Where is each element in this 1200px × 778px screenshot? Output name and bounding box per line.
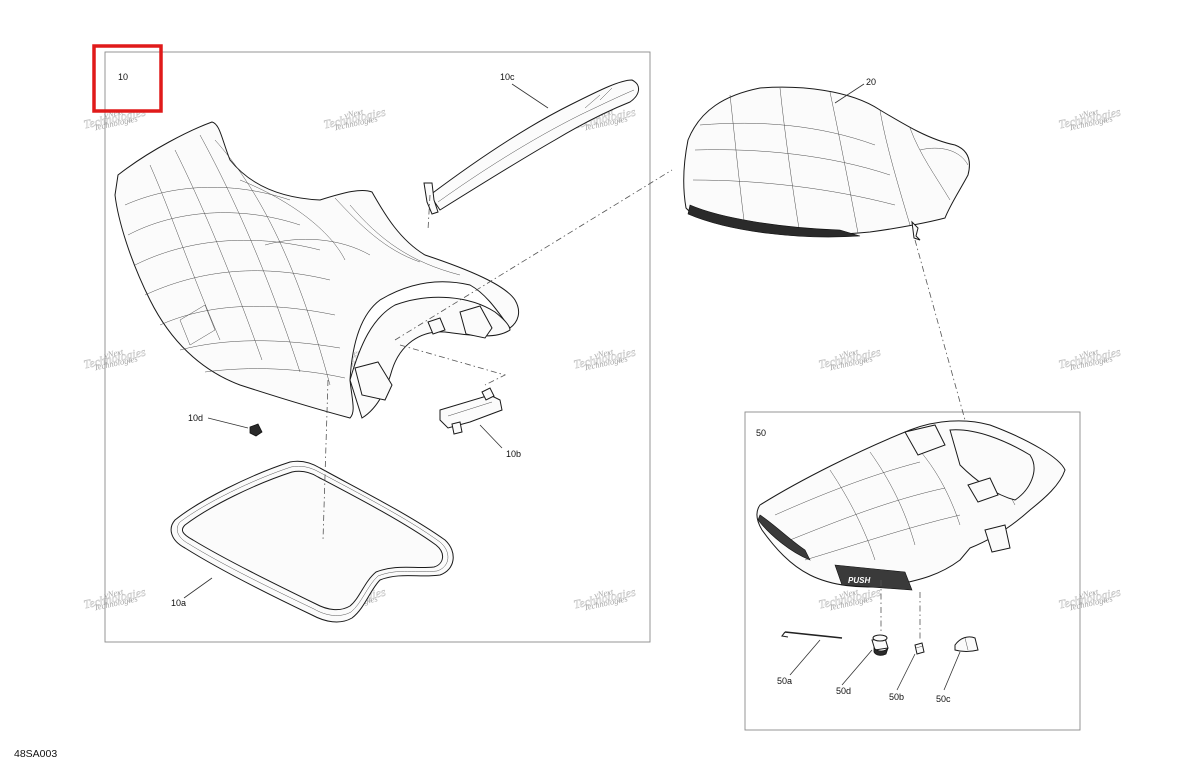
- watermark-line1: vNext: [1078, 586, 1100, 600]
- selected-group-highlight: [92, 44, 163, 113]
- callout-50[interactable]: 50: [756, 428, 766, 438]
- watermark-line1: vNext: [838, 346, 860, 360]
- watermark-line1: vNext: [103, 346, 125, 360]
- group-frame-10: [104, 51, 651, 643]
- part-storage-bin-50[interactable]: PUSH: [756, 420, 1066, 591]
- callout-10b[interactable]: 10b: [506, 449, 521, 459]
- part-passenger-seat-20[interactable]: [683, 86, 970, 241]
- watermark-line1: vNext: [838, 586, 860, 600]
- callout-labels: 10 10c 20 10d 10b 50 10a 50a 50d 50b 50c: [118, 72, 951, 704]
- watermark-line1: vNext: [103, 586, 125, 600]
- part-clip-10d[interactable]: [249, 423, 263, 437]
- callout-10[interactable]: 10: [118, 72, 128, 82]
- part-seat-10[interactable]: [114, 121, 520, 419]
- watermark-line1: vNext: [343, 106, 365, 120]
- callout-10d[interactable]: 10d: [188, 413, 203, 423]
- push-label: PUSH: [848, 576, 870, 585]
- part-knob-50d[interactable]: [871, 634, 889, 656]
- callout-20[interactable]: 20: [866, 77, 876, 87]
- callout-50c[interactable]: 50c: [936, 694, 951, 704]
- callout-50b[interactable]: 50b: [889, 692, 904, 702]
- watermark-line1: vNext: [1078, 346, 1100, 360]
- assembly-lines: [322, 169, 966, 640]
- callout-10c[interactable]: 10c: [500, 72, 515, 82]
- part-grommet-50b[interactable]: [914, 642, 925, 655]
- part-strap-10c[interactable]: [423, 79, 639, 215]
- part-latch-10b[interactable]: [439, 387, 503, 435]
- part-seal-10a[interactable]: [170, 460, 454, 623]
- callout-10a[interactable]: 10a: [171, 598, 186, 608]
- part-cap-50c[interactable]: [954, 636, 979, 652]
- callout-50d[interactable]: 50d: [836, 686, 851, 696]
- watermark-line1: vNext: [593, 346, 615, 360]
- document-code: 48SA003: [14, 748, 58, 760]
- leader-lines: [183, 83, 961, 691]
- watermark-line1: vNext: [593, 586, 615, 600]
- watermark-line1: vNext: [1078, 106, 1100, 120]
- callout-50a[interactable]: 50a: [777, 676, 792, 686]
- part-rod-50a[interactable]: [781, 631, 843, 639]
- group-frame-50: [744, 411, 1081, 731]
